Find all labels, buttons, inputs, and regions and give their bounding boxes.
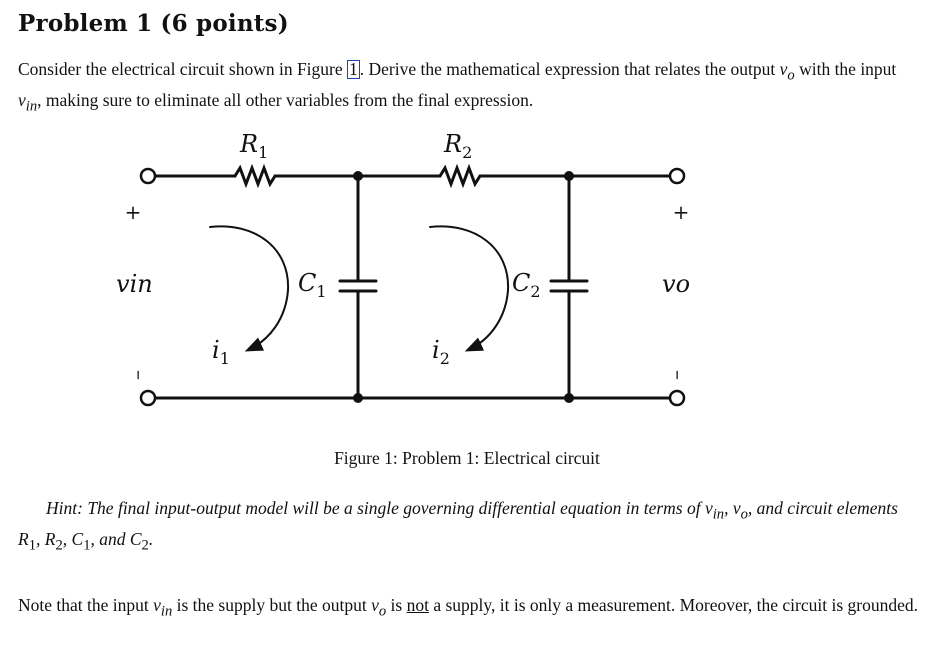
output-plus-sign: + xyxy=(673,200,690,224)
loop-current-arrow-i2 xyxy=(429,225,510,352)
label-r1: R1 xyxy=(239,130,268,162)
junction-dot xyxy=(353,171,363,181)
label-c1: C1 xyxy=(298,269,327,301)
label-vo: vo xyxy=(662,270,690,298)
label-r2: R2 xyxy=(443,130,472,162)
note-paragraph: Note that the input vin is the supply bu… xyxy=(18,595,918,620)
junction-dot xyxy=(353,393,363,403)
label-vin: vin xyxy=(116,270,153,298)
problem-statement: Consider the electrical circuit shown in… xyxy=(18,57,918,118)
statement-text: with the input xyxy=(794,59,897,79)
math-vin: vin xyxy=(18,89,38,115)
hint-label: Hint: xyxy=(46,498,83,518)
math-c2: C2 xyxy=(129,528,149,554)
statement-text: , making sure to eliminate all other var… xyxy=(37,89,534,110)
input-minus-sign: – xyxy=(128,370,152,380)
label-i1: i1 xyxy=(212,336,230,368)
math-vo: vo xyxy=(732,498,748,523)
output-minus-sign: – xyxy=(667,370,691,380)
junction-dot xyxy=(564,171,574,181)
statement-text: . Derive the mathematical expression tha… xyxy=(359,59,780,79)
resistor-r2 xyxy=(438,163,482,189)
underlined-not: not xyxy=(406,595,429,615)
resistor-r1 xyxy=(233,163,277,189)
input-plus-sign: + xyxy=(125,200,142,224)
figure-caption: Figure 1: Problem 1: Electrical circuit xyxy=(334,448,600,468)
math-r2: R2 xyxy=(44,528,63,554)
hint-paragraph: Hint: The final input-output model will … xyxy=(18,498,898,554)
figure-reference-link[interactable]: 1 xyxy=(347,59,360,79)
junction-dot xyxy=(564,393,574,403)
input-terminal-top xyxy=(139,167,157,185)
math-r1: R1 xyxy=(18,528,36,554)
label-i2: i2 xyxy=(432,336,450,368)
math-c1: C1 xyxy=(71,528,91,554)
math-vo: vo xyxy=(779,59,795,84)
math-vin: vin xyxy=(704,498,725,523)
output-terminal-top xyxy=(668,167,686,185)
label-c2: C2 xyxy=(512,269,541,301)
math-vo: vo xyxy=(371,595,387,620)
problem-title: Problem 1 (6 points) xyxy=(18,10,289,37)
math-vin: vin xyxy=(153,595,173,620)
loop-current-arrow-i1 xyxy=(209,225,290,352)
input-terminal-bottom xyxy=(139,389,157,407)
statement-text: Consider the electrical circuit shown in… xyxy=(18,59,348,79)
output-terminal-bottom xyxy=(668,389,686,407)
